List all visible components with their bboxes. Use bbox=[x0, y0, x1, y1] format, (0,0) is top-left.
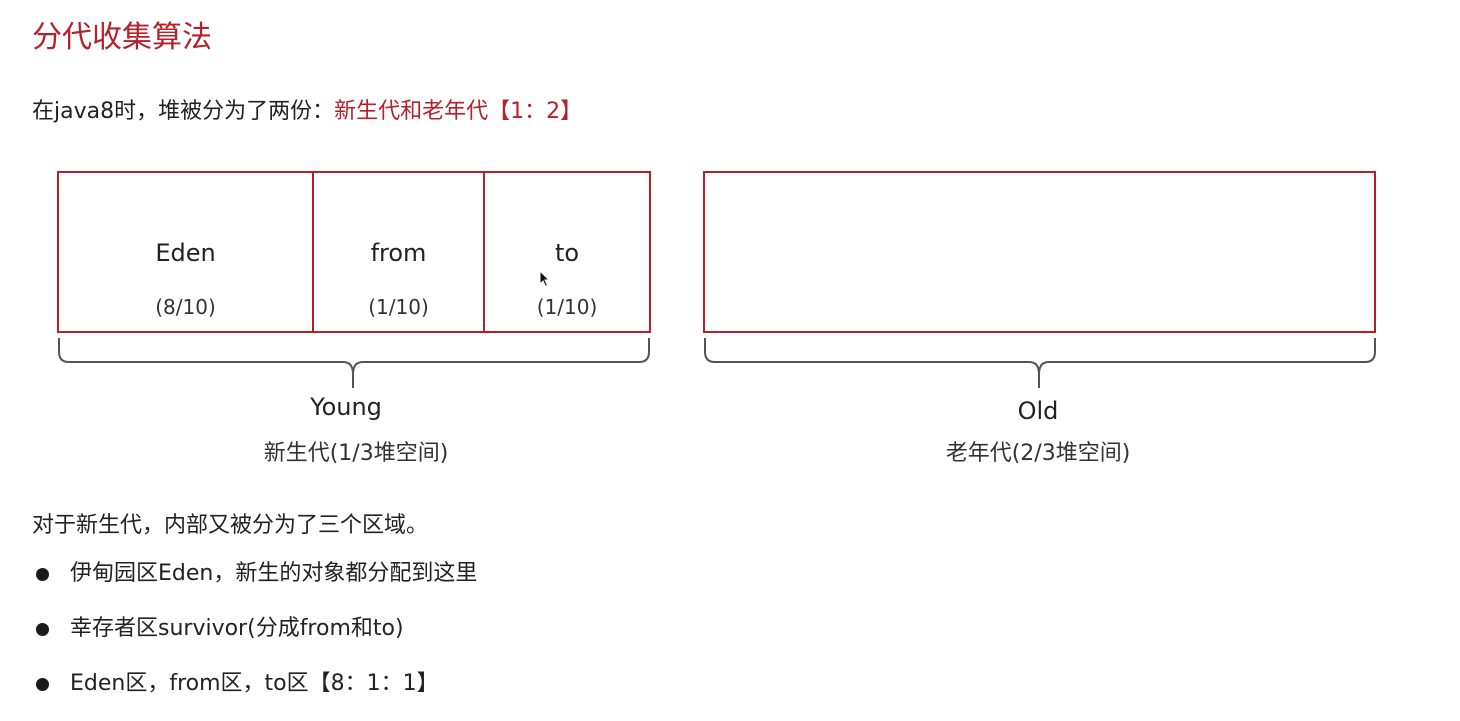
intro-highlight: 新生代和老年代【1：2】 bbox=[334, 99, 583, 124]
page-title: 分代收集算法 bbox=[32, 20, 212, 55]
bullet-dot-icon bbox=[36, 623, 49, 636]
young-brace bbox=[58, 338, 650, 388]
from-label: from bbox=[370, 239, 427, 267]
old-brace bbox=[704, 338, 1376, 388]
list-item: 伊甸园区Eden，新生的对象都分配到这里 bbox=[32, 556, 477, 611]
intro-prefix: 在java8时，堆被分为了两份： bbox=[32, 99, 335, 124]
list-item: Eden区，from区，to区【8：1：1】 bbox=[32, 666, 477, 721]
eden-cell: Eden (8/10) bbox=[59, 173, 312, 331]
to-cell: to (1/10) bbox=[483, 173, 649, 331]
eden-ratio: (8/10) bbox=[155, 295, 216, 319]
to-label: to bbox=[554, 239, 580, 267]
old-label: Old bbox=[1017, 397, 1059, 425]
list-item-text: 幸存者区survivor(分成from和to) bbox=[70, 616, 404, 641]
list-item-text: Eden区，from区，to区【8：1：1】 bbox=[70, 671, 439, 696]
eden-label: Eden bbox=[155, 239, 216, 267]
bullet-list: 伊甸园区Eden，新生的对象都分配到这里 幸存者区survivor(分成from… bbox=[32, 556, 477, 721]
to-ratio: (1/10) bbox=[536, 295, 598, 319]
old-heap-label: 老年代(2/3堆空间) bbox=[945, 441, 1131, 466]
mouse-cursor-icon bbox=[539, 270, 551, 288]
bullet-dot-icon bbox=[36, 678, 49, 691]
list-item: 幸存者区survivor(分成from和to) bbox=[32, 611, 477, 666]
from-cell: from (1/10) bbox=[312, 173, 483, 331]
young-heap-label: 新生代(1/3堆空间) bbox=[263, 441, 449, 466]
list-item-text: 伊甸园区Eden，新生的对象都分配到这里 bbox=[70, 561, 478, 586]
young-generation-description: 对于新生代，内部又被分为了三个区域。 bbox=[32, 513, 429, 538]
young-label: Young bbox=[310, 393, 382, 421]
old-generation-box bbox=[703, 171, 1376, 333]
bullet-dot-icon bbox=[36, 568, 49, 581]
intro-text: 在java8时，堆被分为了两份：新生代和老年代【1：2】 bbox=[32, 93, 582, 125]
young-generation-box: Eden (8/10) from (1/10) to (1/10) bbox=[57, 171, 651, 333]
from-ratio: (1/10) bbox=[368, 295, 429, 319]
